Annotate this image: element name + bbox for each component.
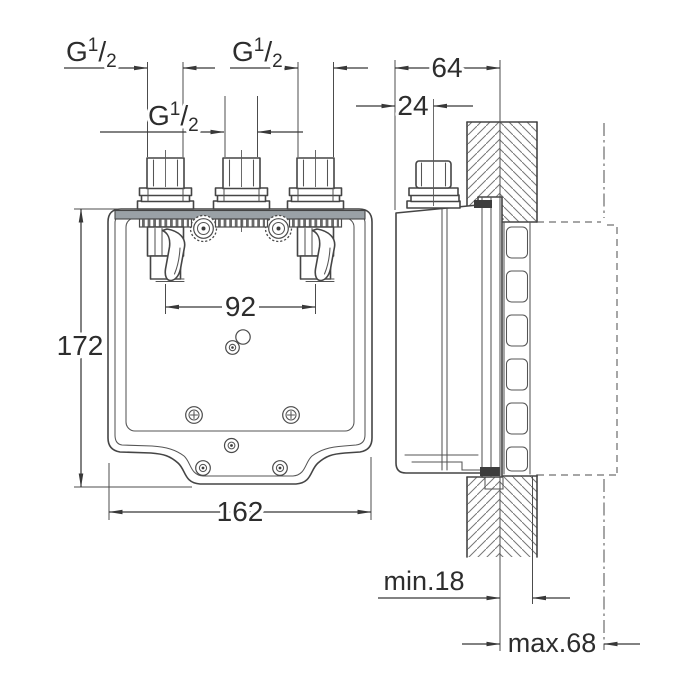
adjustment-knob-right	[264, 214, 293, 243]
thread-label-middle: G1/2	[148, 99, 199, 136]
side-connection	[406, 99, 461, 209]
thread-label-right: G1/2	[232, 35, 283, 72]
dim-label-min-depth: min.18	[383, 566, 464, 596]
thread-label-left: G1/2	[66, 35, 117, 72]
depth-collar-strip	[503, 222, 531, 475]
valve-left	[146, 226, 186, 283]
dim-label-box-height: 172	[57, 330, 104, 361]
side-box	[395, 196, 504, 490]
dim-label-center-offset: 24	[397, 90, 428, 121]
dim-label-box-width: 162	[217, 496, 264, 527]
fastening-screws	[185, 406, 300, 476]
dim-label-port-spacing: 92	[225, 291, 256, 322]
chain-detail	[225, 329, 251, 355]
dim-label-max-depth: max.68	[508, 628, 597, 658]
finished-wall-lines	[537, 123, 618, 650]
front-view	[107, 150, 373, 485]
wall-hatching	[466, 121, 538, 558]
dim-label-depth: 64	[431, 52, 462, 83]
side-view	[395, 99, 618, 650]
adjustment-knob-left	[189, 214, 218, 243]
valve-right	[296, 226, 336, 283]
dimension-annotations: G1/2 G1/2 G1/2 64 24 92 172 162 min.18 m…	[53, 32, 640, 662]
mounting-rail	[114, 209, 366, 220]
